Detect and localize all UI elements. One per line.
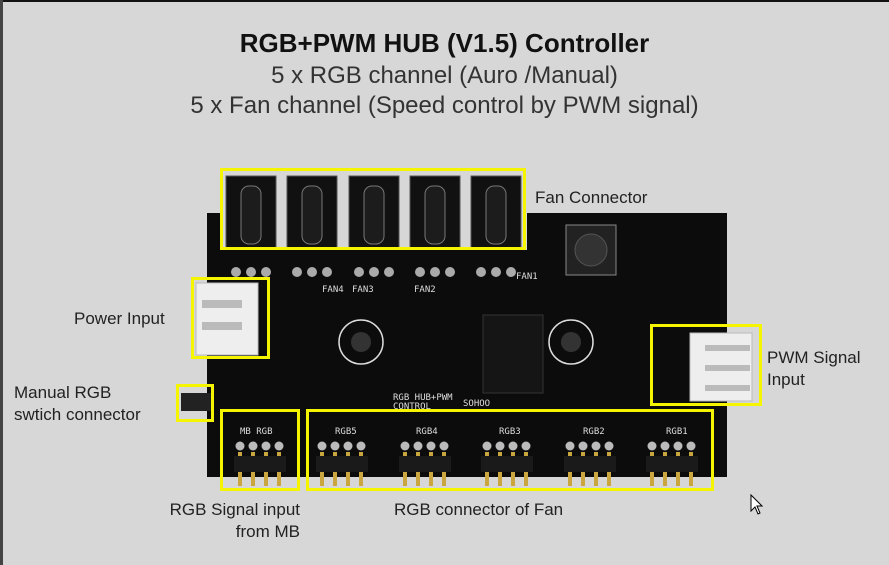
label-manual-rgb-line1: Manual RGB — [14, 383, 112, 402]
label-manual-rgb: Manual RGB swtich connector — [14, 382, 141, 426]
fan-header-key — [301, 185, 323, 245]
rgb-header-housing — [564, 456, 616, 472]
silk-fan1: FAN1 — [516, 272, 538, 282]
fan-header-key — [485, 185, 507, 245]
fan-pin — [246, 267, 256, 277]
rgb-header-housing — [646, 456, 698, 472]
silk-rgb5: RGB5 — [335, 427, 357, 437]
rgb-pin — [248, 441, 258, 451]
highlight-rgb-fan — [306, 409, 714, 491]
silk-fan2: FAN2 — [414, 285, 436, 295]
fan-pin — [354, 267, 364, 277]
label-fan-connector: Fan Connector — [535, 188, 648, 207]
label-rgb-mb: RGB Signal input from MB — [138, 499, 300, 543]
silk-rgb1: RGB1 — [666, 427, 688, 437]
highlight-fan-connector — [220, 168, 526, 250]
silk-board-name: RGB HUB+PWM — [393, 393, 453, 403]
label-rgb-fan: RGB connector of Fan — [394, 500, 564, 519]
fan-pin — [491, 267, 501, 277]
silk-fan4: FAN4 — [322, 285, 344, 295]
fan-pin — [415, 267, 425, 277]
rgb-pin — [343, 441, 353, 451]
rgb-pin — [578, 441, 588, 451]
window-border-top — [0, 0, 889, 2]
label-rgb-mb-line2: from MB — [235, 522, 300, 541]
fan-pin — [261, 267, 271, 277]
highlight-power-input — [191, 277, 270, 359]
arrow-cursor-icon — [750, 493, 764, 515]
rgb-pin — [673, 441, 683, 451]
fan-pin — [231, 267, 241, 277]
fan-pin — [430, 267, 440, 277]
fan-header-key — [424, 185, 446, 245]
highlight-pwm-input — [650, 324, 762, 406]
rgb-pin — [274, 441, 284, 451]
fan-header-key — [240, 185, 262, 245]
silk-mb-rgb: MB RGB — [240, 427, 273, 437]
fan-pin — [322, 267, 332, 277]
rgb-pin — [495, 441, 505, 451]
label-power-input: Power Input — [74, 309, 165, 328]
rgb-pin — [521, 441, 531, 451]
silk-fan3: FAN3 — [352, 285, 374, 295]
rgb-pin — [400, 441, 410, 451]
fan-pin — [292, 267, 302, 277]
rgb-pin — [235, 441, 245, 451]
rgb-header-housing — [316, 456, 368, 472]
silk-board-sub: CONTROL — [393, 402, 431, 412]
silk-brand: SOHOO — [463, 399, 490, 409]
fan-pin — [307, 267, 317, 277]
rgb-header-housing — [481, 456, 533, 472]
fan-header-key — [363, 185, 385, 245]
rgb-pin — [591, 441, 601, 451]
rgb-pin — [439, 441, 449, 451]
subtitle-fan: 5 x Fan channel (Speed control by PWM si… — [190, 92, 699, 119]
label-pwm-line2: Input — [767, 370, 805, 389]
page-title: RGB+PWM HUB (V1.5) Controller — [239, 28, 650, 58]
rgb-pin — [604, 441, 614, 451]
fan-pin — [506, 267, 516, 277]
rgb-pin — [660, 441, 670, 451]
rgb-header-housing — [234, 456, 286, 472]
rgb-pin — [647, 441, 657, 451]
label-pwm-line1: PWM Signal — [767, 348, 861, 367]
silk-rgb3: RGB3 — [499, 427, 521, 437]
rgb-pin — [686, 441, 696, 451]
label-manual-rgb-line2: swtich connector — [14, 405, 141, 424]
rgb-header-housing — [399, 456, 451, 472]
rgb-pin — [413, 441, 423, 451]
highlight-manual-switch — [176, 384, 214, 422]
rgb-pin — [482, 441, 492, 451]
label-rgb-mb-line1: RGB Signal input — [169, 500, 300, 519]
fan-pin — [369, 267, 379, 277]
rgb-pin — [426, 441, 436, 451]
subtitle-rgb: 5 x RGB channel (Auro /Manual) — [271, 62, 618, 89]
fan-pin — [445, 267, 455, 277]
rgb-pin — [261, 441, 271, 451]
rgb-pin — [565, 441, 575, 451]
rgb-pin — [330, 441, 340, 451]
rgb-pin — [356, 441, 366, 451]
silk-rgb4: RGB4 — [416, 427, 438, 437]
rgb-pin — [317, 441, 327, 451]
highlight-rgb-mb — [220, 409, 300, 491]
fan-pin — [384, 267, 394, 277]
silk-rgb2: RGB2 — [583, 427, 605, 437]
window-border-left — [0, 0, 3, 565]
rgb-pin — [508, 441, 518, 451]
fan-pin — [476, 267, 486, 277]
